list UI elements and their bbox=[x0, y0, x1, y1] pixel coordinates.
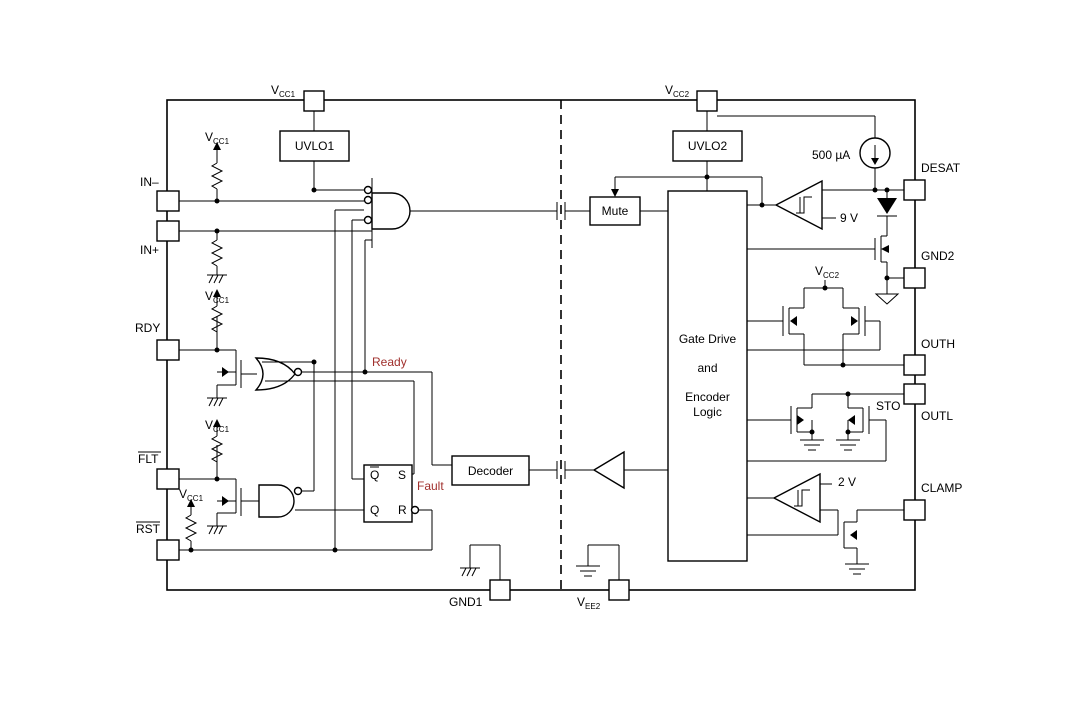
pin-vee2 bbox=[608, 579, 630, 601]
latch-q: Q bbox=[370, 503, 379, 517]
current-source-label: 500 µA bbox=[812, 148, 850, 162]
vcc1-pullup-label-2: VCC1 bbox=[205, 289, 230, 305]
ready-signal-label: Ready bbox=[372, 355, 407, 369]
pin-in-minus-label: IN– bbox=[140, 175, 159, 189]
desat-comparator bbox=[774, 179, 823, 231]
pin-clamp-label: CLAMP bbox=[921, 481, 962, 495]
pin-vee2-label: VEE2 bbox=[577, 595, 601, 611]
latch-s: S bbox=[398, 468, 406, 482]
pin-vcc2-label: VCC2 bbox=[665, 83, 690, 99]
pin-rst-label: RST bbox=[136, 522, 161, 536]
pin-in-minus bbox=[156, 190, 180, 212]
uvlo2-label: UVLO2 bbox=[688, 139, 728, 153]
desat-diode bbox=[877, 198, 897, 214]
vcc2-inner-label: VCC2 bbox=[815, 264, 840, 280]
pin-clamp bbox=[903, 499, 926, 521]
sto-label: STO bbox=[876, 399, 900, 413]
latch-qbar: Q bbox=[370, 468, 379, 482]
desat-ref-label: 9 V bbox=[840, 211, 858, 225]
pin-in-plus-label: IN+ bbox=[140, 243, 159, 257]
pin-gnd1-label: GND1 bbox=[449, 595, 483, 609]
pin-flt-label: FLT bbox=[138, 452, 159, 466]
gate-drive-label-3: Encoder bbox=[685, 390, 730, 404]
pin-desat bbox=[903, 179, 926, 201]
pin-outh-label: OUTH bbox=[921, 337, 955, 351]
mute-label: Mute bbox=[602, 204, 629, 218]
rdy-nor-gate bbox=[254, 357, 296, 391]
pin-outh bbox=[903, 354, 926, 376]
sr-latch bbox=[363, 464, 413, 523]
pin-gnd2 bbox=[903, 267, 926, 289]
pin-in-plus bbox=[156, 220, 180, 242]
pin-vcc2 bbox=[696, 90, 718, 112]
input-and-gate bbox=[371, 192, 411, 230]
pin-outl-label: OUTL bbox=[921, 409, 953, 423]
gate-drive-block bbox=[667, 190, 748, 562]
pin-gnd2-label: GND2 bbox=[921, 249, 955, 263]
clamp-ref-label: 2 V bbox=[838, 475, 856, 489]
pin-rdy-label: RDY bbox=[135, 321, 160, 335]
pin-rdy bbox=[156, 339, 180, 361]
pin-gnd1 bbox=[489, 579, 511, 601]
pin-rst bbox=[156, 539, 180, 561]
pin-vcc1-label: VCC1 bbox=[271, 83, 296, 99]
gate-drive-label-4: Logic bbox=[693, 405, 722, 419]
uvlo1-label: UVLO1 bbox=[295, 139, 335, 153]
gate-drive-label-2: and bbox=[697, 361, 717, 375]
mute-block bbox=[589, 196, 641, 226]
decoder-label: Decoder bbox=[468, 464, 513, 478]
pin-desat-label: DESAT bbox=[921, 161, 961, 175]
pin-vcc1 bbox=[303, 90, 325, 112]
gate-drive-label-1: Gate Drive bbox=[679, 332, 737, 346]
fault-signal-label: Fault bbox=[417, 479, 444, 493]
vcc1-pullup-label-1: VCC1 bbox=[205, 130, 230, 146]
pin-outl bbox=[903, 383, 926, 405]
vcc1-pullup-label-3: VCC1 bbox=[205, 418, 230, 434]
pin-flt bbox=[156, 468, 180, 490]
flt-nand-gate bbox=[258, 484, 295, 518]
fault-buffer bbox=[592, 450, 625, 490]
latch-r: R bbox=[398, 503, 407, 517]
clamp-comparator bbox=[772, 472, 821, 524]
vcc1-pullup-label-4: VCC1 bbox=[179, 487, 204, 503]
